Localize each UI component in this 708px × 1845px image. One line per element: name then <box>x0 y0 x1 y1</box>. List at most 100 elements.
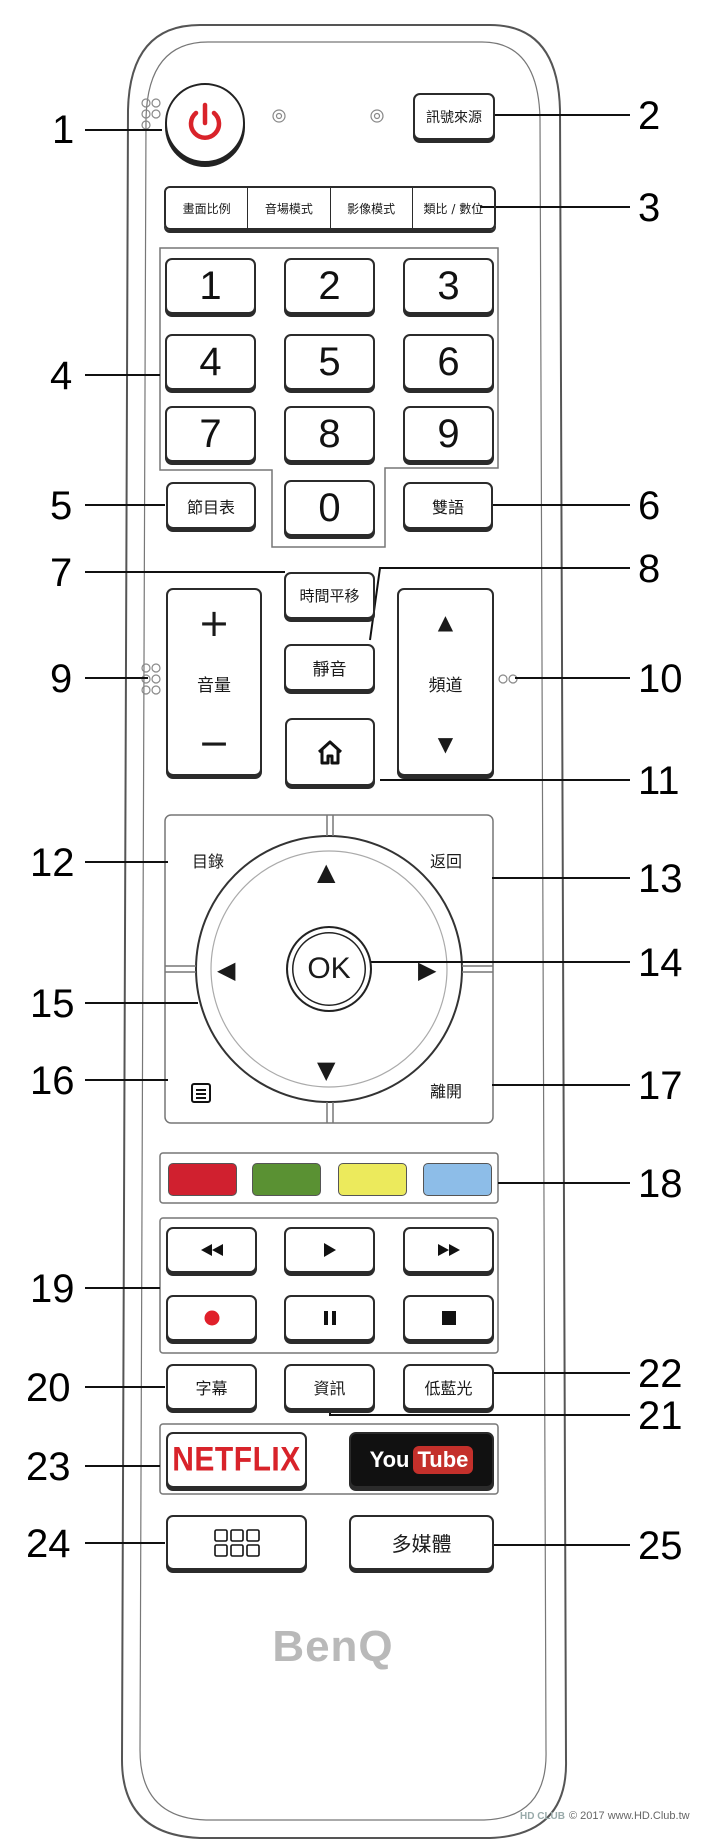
subtitle-button[interactable]: 字幕 <box>166 1364 257 1410</box>
watermark-logo: HD CLUB <box>520 1810 565 1822</box>
callout-16: 16 <box>30 1059 75 1103</box>
mode-button-group: 畫面比例 音場模式 影像模式 類比 / 數位 <box>164 186 496 230</box>
callout-14: 14 <box>638 941 683 985</box>
rewind-icon <box>200 1244 223 1256</box>
remote-body-inner <box>139 41 547 1821</box>
power-icon <box>188 102 222 140</box>
green-key[interactable] <box>252 1163 321 1196</box>
pause-button[interactable] <box>284 1295 375 1341</box>
nav-up-button[interactable]: ▲ <box>317 858 336 886</box>
stop-icon <box>441 1311 456 1325</box>
apps-grid-icon <box>213 1528 260 1557</box>
power-button[interactable] <box>165 83 245 163</box>
apps-button[interactable] <box>166 1515 307 1570</box>
media-frame <box>159 1217 499 1354</box>
callout-22: 22 <box>638 1352 683 1396</box>
fast-forward-icon <box>437 1244 460 1256</box>
low-blue-light-button[interactable]: 低藍光 <box>403 1364 494 1410</box>
exit-button[interactable]: 離開 <box>430 1082 463 1101</box>
callout-4: 4 <box>50 354 73 398</box>
fast-forward-button[interactable] <box>403 1227 494 1273</box>
dual-language-button[interactable]: 雙語 <box>403 482 493 529</box>
digit-6-button[interactable]: 6 <box>403 334 494 390</box>
volume-up-button[interactable]: + <box>198 601 230 645</box>
multimedia-button[interactable]: 多媒體 <box>349 1515 494 1570</box>
digit-7-button[interactable]: 7 <box>165 406 256 462</box>
red-key[interactable] <box>168 1163 237 1196</box>
volume-down-button[interactable]: − <box>198 721 230 765</box>
home-button[interactable] <box>285 718 375 786</box>
callout-23: 23 <box>26 1445 71 1489</box>
list-icon <box>191 1083 211 1103</box>
digit-1-button[interactable]: 1 <box>165 258 256 314</box>
ok-button[interactable]: OK <box>286 926 372 1012</box>
callout-5: 5 <box>50 484 73 528</box>
callout-18: 18 <box>638 1162 683 1206</box>
watermark: HD CLUB © 2017 www.HD.Club.tw <box>520 1810 690 1822</box>
youtube-logo: You Tube <box>370 1446 474 1474</box>
digit-0-button[interactable]: 0 <box>284 480 375 536</box>
play-button[interactable] <box>284 1227 375 1273</box>
callout-12: 12 <box>30 841 75 885</box>
yellow-key[interactable] <box>338 1163 407 1196</box>
record-button[interactable] <box>166 1295 257 1341</box>
menu-button[interactable]: 目錄 <box>192 852 225 871</box>
nav-right-button[interactable]: ▶ <box>418 956 437 984</box>
callout-8: 8 <box>638 547 661 591</box>
mute-button[interactable]: 靜音 <box>284 644 375 691</box>
digit-8-button[interactable]: 8 <box>284 406 375 462</box>
digit-4-button[interactable]: 4 <box>165 334 256 390</box>
callout-lines <box>85 114 630 1546</box>
record-icon <box>204 1310 219 1326</box>
play-icon <box>323 1243 336 1257</box>
analog-digital-button[interactable]: 類比 / 數位 <box>423 201 484 216</box>
volume-label: 音量 <box>197 675 231 696</box>
callout-21: 21 <box>638 1394 683 1438</box>
callout-7: 7 <box>50 551 73 595</box>
back-button[interactable]: 返回 <box>430 852 463 871</box>
picture-mode-button[interactable]: 影像模式 <box>331 188 413 228</box>
callout-10: 10 <box>638 657 683 701</box>
digit-3-button[interactable]: 3 <box>403 258 494 314</box>
digit-9-button[interactable]: 9 <box>403 406 494 462</box>
source-button[interactable]: 訊號來源 <box>413 93 495 140</box>
list-button[interactable] <box>190 1082 212 1104</box>
remote-body-outer <box>120 24 568 1839</box>
timeshift-button[interactable]: 時間平移 <box>284 572 375 619</box>
stop-button[interactable] <box>403 1295 494 1341</box>
home-icon <box>317 740 343 765</box>
channel-rocker: ▲ 頻道 ▼ <box>397 588 494 776</box>
channel-up-button[interactable]: ▲ <box>437 610 454 634</box>
digit-5-button[interactable]: 5 <box>284 334 375 390</box>
callout-9: 9 <box>50 657 73 701</box>
epg-button[interactable]: 節目表 <box>166 482 256 529</box>
nav-down-button[interactable]: ▼ <box>317 1056 336 1084</box>
callout-1: 1 <box>52 108 75 152</box>
info-button[interactable]: 資訊 <box>284 1364 375 1410</box>
streaming-frame <box>159 1423 499 1495</box>
sound-mode-button[interactable]: 音場模式 <box>248 188 331 228</box>
callout-3: 3 <box>638 186 661 230</box>
aspect-ratio-button[interactable]: 畫面比例 <box>166 188 249 228</box>
youtube-button[interactable]: You Tube <box>349 1432 494 1488</box>
netflix-button[interactable]: NETFLIX <box>166 1432 307 1488</box>
callout-17: 17 <box>638 1064 683 1108</box>
nav-frame <box>164 814 494 1124</box>
callout-25: 25 <box>638 1524 683 1568</box>
channel-down-button[interactable]: ▼ <box>437 732 454 756</box>
callout-24: 24 <box>26 1522 71 1566</box>
channel-label: 頻道 <box>428 675 463 696</box>
color-keys-frame <box>159 1152 499 1204</box>
blue-key[interactable] <box>423 1163 492 1196</box>
callout-19: 19 <box>30 1267 75 1311</box>
callout-11: 11 <box>638 759 680 803</box>
callout-6: 6 <box>638 484 661 528</box>
callout-15: 15 <box>30 982 75 1026</box>
digit-2-button[interactable]: 2 <box>284 258 375 314</box>
nav-inner-ring <box>210 850 448 1088</box>
netflix-logo: NETFLIX <box>172 1440 301 1479</box>
callout-20: 20 <box>26 1366 71 1410</box>
rewind-button[interactable] <box>166 1227 257 1273</box>
nav-left-button[interactable]: ◀ <box>217 956 236 984</box>
number-pad-frame <box>159 247 499 548</box>
